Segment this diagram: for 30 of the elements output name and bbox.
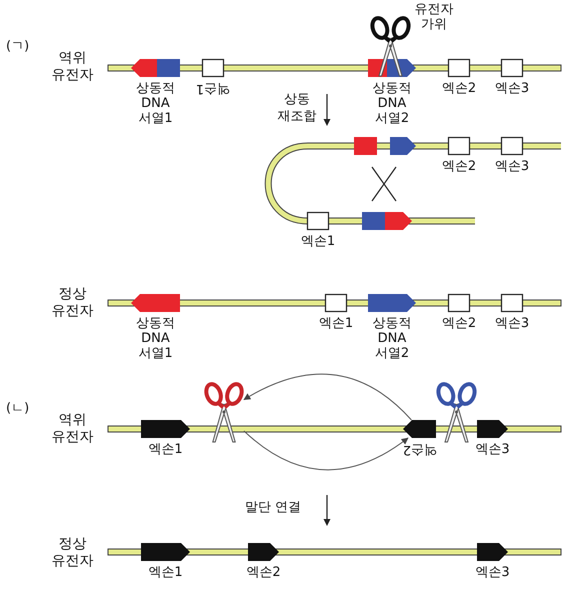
text-label: 상동 재조합 — [276, 91, 318, 125]
gene-label: 엑손3 — [475, 565, 510, 580]
gene-label: 상동적 DNA 서열2 — [372, 316, 412, 361]
gene-label: 엑손2 — [442, 159, 476, 174]
gene-label: 엑손3 — [494, 159, 530, 174]
gene-label: 엑손1 — [318, 316, 354, 331]
text-label: 정상 유전자 — [50, 286, 94, 320]
text-label: 말단 연결 — [245, 499, 302, 516]
gene-label: 엑손1 — [300, 234, 336, 249]
gene-label: 엑손3 — [494, 316, 530, 331]
gene-label: 엑손2 — [402, 442, 437, 457]
gene-label: 엑손1 — [148, 565, 183, 580]
gene-label: 상동적 DNA 서열2 — [372, 81, 412, 126]
text-label: 역위 유전자 — [50, 50, 94, 84]
gene-label: 엑손3 — [475, 442, 510, 457]
gene-label: 엑손2 — [442, 81, 476, 96]
gene-label: 상동적 DNA 서열1 — [135, 81, 176, 126]
gene-label: 엑손2 — [246, 565, 281, 580]
text-label: (ㄱ) — [6, 38, 30, 55]
gene-label: 상동적 DNA 서열1 — [135, 316, 176, 361]
gene-label: 엑손3 — [494, 81, 530, 96]
text-label: 정상 유전자 — [50, 536, 94, 570]
gene-label: 엑손2 — [442, 316, 476, 331]
text-label: 역위 유전자 — [50, 412, 94, 446]
gene-label: 유전자 가위 — [414, 2, 454, 32]
curved-arrow — [243, 374, 412, 420]
gene-label: 엑손1 — [148, 442, 183, 457]
curved-arrow — [244, 430, 409, 470]
text-label: (ㄴ) — [6, 400, 30, 417]
gene-label: 엑손1 — [196, 81, 230, 96]
